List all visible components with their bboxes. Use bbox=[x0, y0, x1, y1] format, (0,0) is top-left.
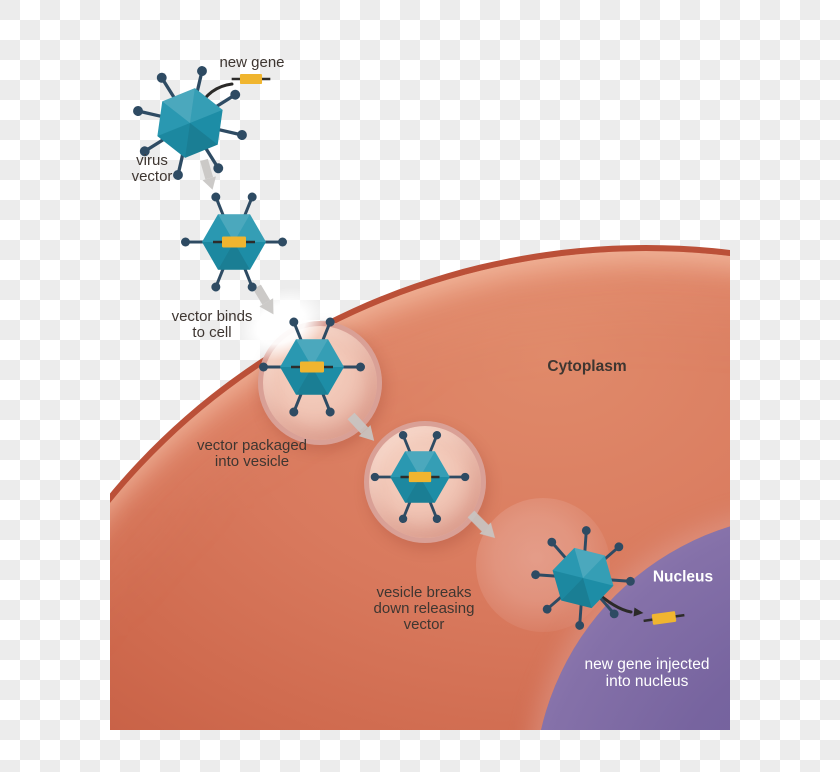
flow-arrow-icon-3 bbox=[347, 412, 375, 441]
flow-arrow-icon-2 bbox=[253, 284, 274, 315]
virus-vector-label: virus vector bbox=[132, 153, 173, 185]
label-line: down releasing bbox=[373, 600, 475, 617]
vector-packaged-label: vector packaged into vesicle bbox=[197, 438, 307, 470]
flow-arrow-icon-4 bbox=[467, 510, 496, 539]
virus-vector-icon-with-gene bbox=[181, 191, 287, 293]
new-gene-icon bbox=[230, 72, 272, 86]
diagram-artwork bbox=[110, 8, 687, 730]
virus-vector-icon-in-vesicle bbox=[371, 430, 470, 525]
new-gene-injected-label: new gene injected into nucleus bbox=[585, 656, 710, 690]
gene-therapy-diagram: new gene virus vector vector binds to ce… bbox=[110, 8, 730, 730]
virus-vector-icon-binding bbox=[259, 316, 365, 418]
nucleus-label: Nucleus bbox=[653, 569, 713, 586]
label-line: vector packaged bbox=[196, 437, 308, 454]
vector-binds-label: vector binds to cell bbox=[172, 309, 253, 341]
label-line: vector bbox=[131, 168, 173, 185]
new-gene-label: new gene bbox=[219, 55, 284, 71]
label-line: vector binds bbox=[171, 308, 253, 325]
label-line: new gene injected bbox=[584, 656, 710, 673]
label-line: Nucleus bbox=[652, 568, 714, 586]
label-line: virus bbox=[136, 152, 168, 169]
vesicle-breaks-label: vesicle breaks down releasing vector bbox=[374, 585, 475, 633]
cytoplasm-label: Cytoplasm bbox=[547, 359, 626, 375]
flow-arrow-icon-1 bbox=[200, 158, 216, 190]
label-line: to cell bbox=[192, 324, 232, 341]
label-line: vector bbox=[403, 616, 445, 633]
label-line: vesicle breaks bbox=[376, 584, 472, 601]
virus-vector-icon-released bbox=[520, 515, 646, 641]
new-gene-in-nucleus-icon bbox=[641, 608, 687, 628]
label-line: Cytoplasm bbox=[547, 358, 627, 375]
label-line: into nucleus bbox=[605, 673, 689, 690]
label-line: into vesicle bbox=[214, 453, 290, 470]
label-line: new gene bbox=[219, 54, 285, 71]
